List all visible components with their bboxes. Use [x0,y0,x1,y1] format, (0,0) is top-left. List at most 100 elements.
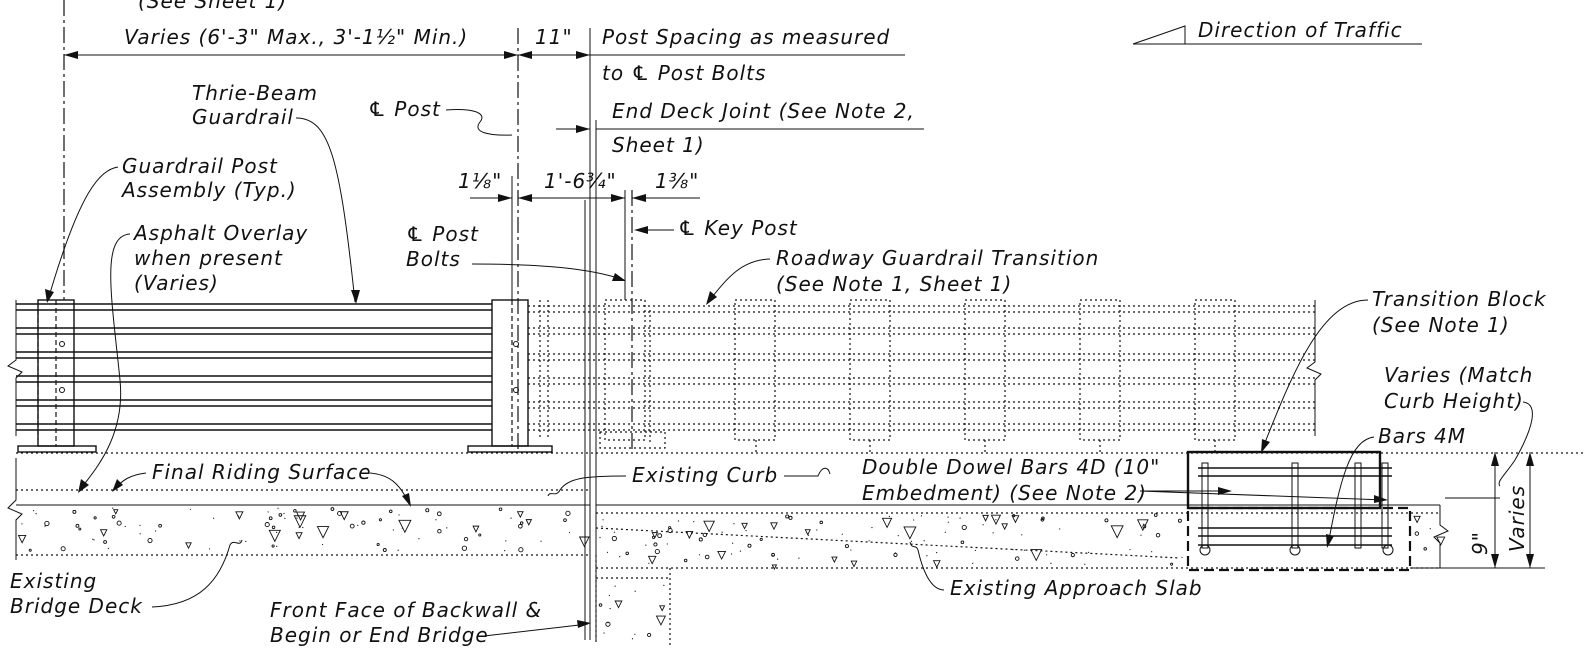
aggregate-mark [947,516,949,518]
roadway-transition-label-1: Roadway Guardrail Transition [776,246,1099,270]
thrie-beam-label-2: Guardrail [192,105,294,129]
transition-block-label-2: (See Note 1) [1372,313,1510,337]
aggregate-mark [721,531,723,533]
aggregate-mark [295,511,306,521]
aggregate-mark [897,535,899,537]
aggregate-mark [1136,519,1149,532]
aggregate-mark [1011,515,1020,524]
aggregate-mark [505,540,507,542]
existing-curb-label: Existing Curb [632,463,778,487]
thrie-beam-label-1: Thrie-Beam [192,81,318,105]
aggregate-mark [990,514,1002,526]
aggregate-mark [745,529,747,532]
backwall [595,555,671,645]
aggregate-mark [634,633,636,635]
aggregate-mark [732,542,734,544]
aggregate-mark [685,531,694,540]
aggregate-mark [982,524,984,526]
see-sheet-1-label: (See Sheet 1) [138,0,287,13]
aggregate-mark [1070,553,1075,558]
aggregate-mark [698,537,703,542]
aggregate-mark [932,560,941,569]
aggregate-mark [1012,549,1014,551]
aggregate-mark [913,519,915,521]
dim-1-6-3-4-label: 1'-6¾" [544,169,617,193]
aggregate-mark [382,548,387,553]
aggregate-mark [1001,523,1009,531]
aggregate-mark [972,562,974,564]
cl-key-post-label: ℄ Key Post [678,216,798,240]
aggregate-mark [657,533,663,539]
aggregate-mark [267,511,269,513]
aggregate-mark [32,510,35,512]
post-spacing-label-2: to ℄ Post Bolts [602,61,766,85]
aggregate-mark [213,517,215,519]
aggregate-mark [239,540,241,542]
guardrail-post-center [467,299,553,453]
aggregate-mark [578,536,590,548]
aggregate-mark [339,511,349,521]
aggregate-mark [17,535,27,544]
aggregate-mark [804,529,811,536]
dim-1-1-8-label: 1⅛" [458,169,502,193]
aggregate-mark [1436,536,1446,546]
post-spacing-label-1: Post Spacing as measured [602,25,890,49]
asphalt-label-2: when present [134,246,283,270]
aggregate-mark [72,509,77,514]
aggregate-mark [112,507,114,509]
aggregate-mark [277,507,279,509]
aggregate-mark [78,527,82,531]
right-callouts: Transition Block (See Note 1) Varies (Ma… [862,287,1546,569]
aggregate-mark [463,536,469,542]
aggregate-mark [611,535,617,542]
aggregate-mark [1040,517,1045,522]
aggregate-mark [185,542,192,550]
aggregate-mark [703,520,716,533]
aggregate-mark [361,520,366,525]
aggregate-mark [516,511,524,519]
aggregate-mark [693,521,695,523]
aggregate-mark [634,590,636,592]
aggregate-mark [565,510,571,516]
varies-dimension-label: Varies (6'-3" Max., 3'-1½" Min.) [124,25,468,49]
aggregate-mark [525,519,533,526]
aggregate-mark [398,514,400,516]
aggregate-mark [1088,551,1090,553]
end-deck-joint-label-2: Sheet 1) [612,133,705,157]
varies-match-label-2: Curb Height) [1384,389,1524,413]
aggregate-mark [158,523,162,528]
aggregate-mark [296,517,298,519]
aggregate-mark [44,525,46,527]
aggregate-mark [651,535,656,539]
aggregate-mark [844,544,849,549]
aggregate-mark [1155,532,1161,538]
aggregate-mark [960,540,965,545]
aggregate-mark [831,556,838,564]
aggregate-mark [425,508,430,513]
aggregate-mark [850,549,852,551]
aggregate-mark [599,536,601,539]
aggregate-mark [1059,528,1061,530]
aggregate-mark [1143,523,1145,525]
varies-match-label-1: Varies (Match [1384,363,1533,387]
aggregate-mark [1177,518,1182,523]
aggregate-mark [264,522,270,528]
aggregate-mark [816,529,818,531]
concrete-hatch [17,507,1446,640]
aggregate-mark [771,552,775,557]
direction-of-traffic-label: Direction of Traffic [1198,18,1403,42]
aggregate-mark [704,554,710,560]
aggregate-mark [93,516,97,520]
aggregate-mark [747,543,752,548]
aggregate-mark [926,555,928,557]
aggregate-mark [478,533,482,537]
aggregate-mark [613,531,616,533]
approach-slab [595,504,1449,569]
aggregate-mark [155,530,157,532]
aggregate-mark [446,527,448,529]
aggregate-mark [472,525,480,533]
aggregate-mark [245,540,247,542]
aggregate-mark [648,562,650,564]
aggregate-mark [276,545,278,547]
aggregate-mark [659,605,666,612]
